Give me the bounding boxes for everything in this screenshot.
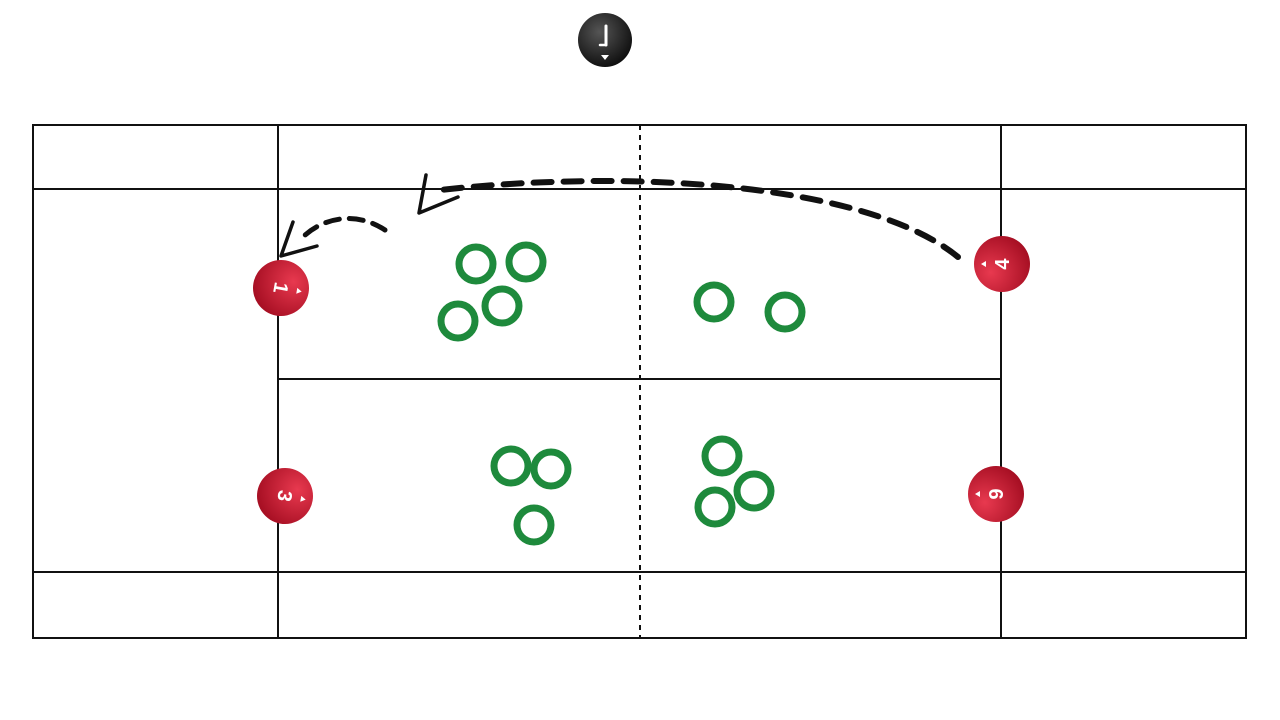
players-layer: 1 3 4 9 [249,236,1030,529]
ring-marker-icon[interactable] [694,486,736,528]
direction-pointer-icon [981,261,986,267]
player-3[interactable]: 3 [253,464,318,529]
player-number-label: 9 [986,488,1008,499]
ring-marker-icon[interactable] [481,285,523,327]
direction-pointer-icon [300,495,306,502]
ring-marker-icon[interactable] [701,435,743,477]
ring-marker-icon[interactable] [764,291,806,333]
player-1[interactable]: 1 [249,256,314,321]
ring-marker-icon[interactable] [455,243,497,285]
ring-marker-icon[interactable] [733,470,775,512]
ring-marker-icon[interactable] [530,448,572,490]
player-4[interactable]: 4 [974,236,1030,292]
ring-marker-icon[interactable] [437,300,479,342]
timer-button[interactable] [577,12,633,68]
player-token [974,236,1030,292]
player-token [968,466,1024,522]
ring-marker-icon[interactable] [490,445,532,487]
player-9[interactable]: 9 [968,466,1024,522]
direction-pointer-icon [975,491,980,497]
player-number-label: 4 [992,258,1014,270]
court-outline [32,124,1247,639]
markers-layer [437,241,806,546]
court-lines [32,124,1247,639]
ring-marker-icon[interactable] [693,281,735,323]
player-token [253,260,309,316]
pass-arrow [279,173,961,260]
ring-marker-icon[interactable] [513,504,555,546]
direction-pointer-icon [296,287,302,294]
player-number-label: 3 [272,488,296,503]
player-token [257,468,313,524]
clock-icon [578,13,632,67]
ring-marker-icon[interactable] [505,241,547,283]
player-number-label: 1 [268,280,292,295]
